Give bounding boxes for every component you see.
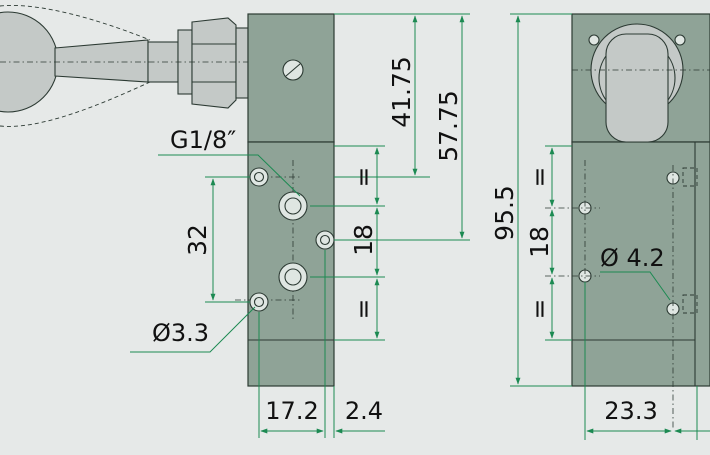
hole-small-label: Ø3.3: [152, 319, 209, 347]
dim-41-75: 41.75: [387, 56, 416, 128]
dimension-lines: [205, 13, 710, 440]
dimension-labels: 41.75 57.75 95.5 18 18 32 = = = = 17.2 2…: [152, 56, 665, 425]
equal-mark-c: =: [525, 167, 554, 188]
hole-large-label: Ø 4.2: [600, 244, 665, 272]
dim-57-75: 57.75: [434, 90, 463, 162]
right-body: [571, 141, 710, 387]
actuator-plunger: [605, 33, 669, 143]
dim-17-2: 17.2: [265, 397, 318, 425]
dia-leader: [600, 271, 671, 301]
dim-23-3: 23.3: [604, 397, 657, 425]
dim-95-5: 95.5: [490, 185, 519, 241]
nut-flange: [235, 27, 249, 99]
hex-nut: [191, 17, 237, 109]
equal-mark-b: =: [349, 299, 378, 320]
lever-handle: [0, 5, 249, 127]
dim-32: 32: [183, 224, 212, 256]
dim-18-right: 18: [525, 226, 554, 258]
right-view: [545, 13, 710, 430]
equal-mark-a: =: [349, 167, 378, 188]
dim-2-4: 2.4: [345, 397, 383, 425]
lever-shaft: [54, 39, 149, 83]
thread-label: G1/8″: [170, 126, 236, 154]
hole-leader: [130, 306, 256, 353]
left-view: [0, 5, 335, 387]
dim-18-left: 18: [349, 224, 378, 256]
equal-mark-d: =: [525, 299, 554, 320]
thread-leader: [158, 154, 301, 197]
